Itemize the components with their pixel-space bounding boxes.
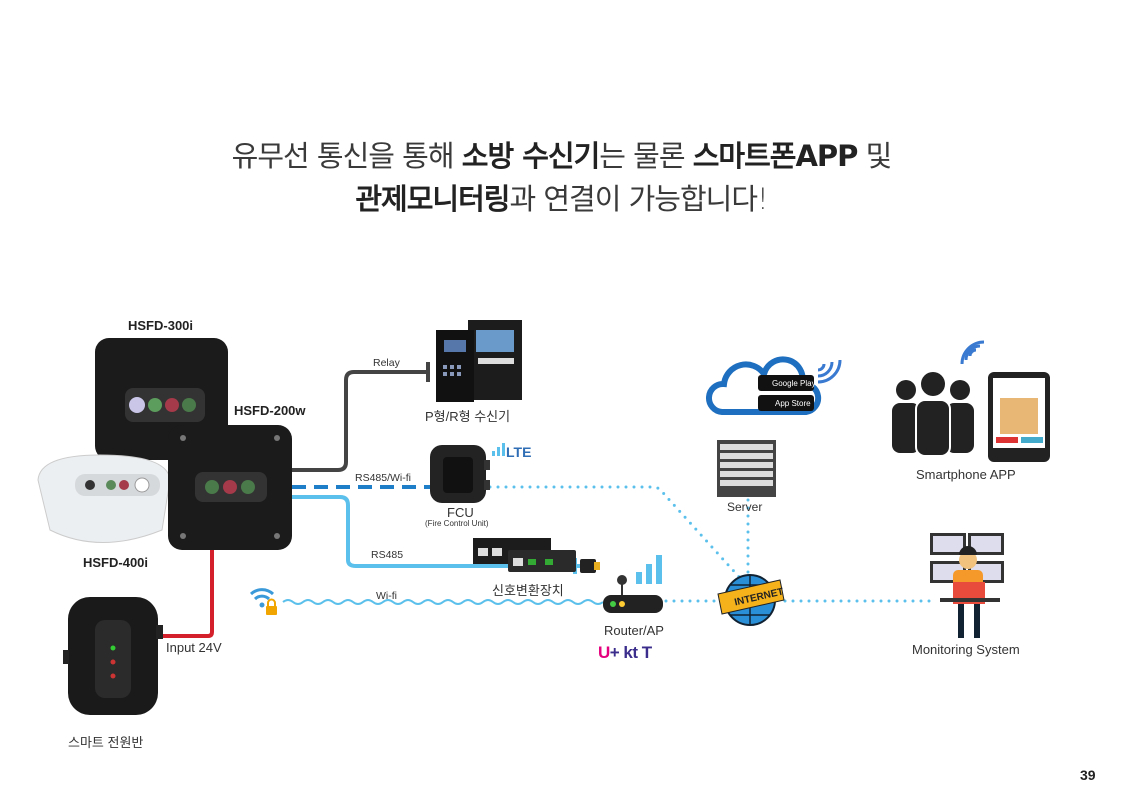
headline-segment: 및 xyxy=(857,139,893,173)
label-rs485-wifi: RS485/Wi-fi xyxy=(355,472,412,484)
label-server: Server xyxy=(727,500,763,514)
fire-receiver-image xyxy=(436,320,522,402)
fcu-image xyxy=(430,445,490,503)
wifi-icon xyxy=(817,359,842,384)
cloud-icon xyxy=(705,356,822,415)
hsfd-400i-image xyxy=(37,454,171,543)
label-input-24v: Input 24V xyxy=(166,640,222,655)
relay-line xyxy=(292,370,428,472)
server-image xyxy=(717,440,776,497)
monitoring-operator-image xyxy=(930,533,1004,638)
label-receiver: P형/R형 수신기 xyxy=(425,409,511,424)
label-hsfd-400i: HSFD-400i xyxy=(83,555,149,570)
dotted-network-lines xyxy=(488,485,934,603)
label-monitoring: Monitoring System xyxy=(912,642,1020,657)
headline-segment: 는 물론 xyxy=(599,139,693,173)
headline-segment: 유무선 통신을 통해 xyxy=(231,139,462,173)
router-image xyxy=(603,555,663,613)
signal-converter-image xyxy=(473,538,600,573)
label-hsfd-200w: HSFD-200w xyxy=(234,403,306,418)
carrier-logos: U+ kt T xyxy=(598,643,652,662)
page-number: 39 xyxy=(1080,767,1096,783)
label-fcu-sub: (Fire Control Unit) xyxy=(425,519,489,528)
lte-signal-icon xyxy=(492,443,505,456)
hsfd-200w-image xyxy=(168,425,292,550)
label-fcu: FCU xyxy=(447,505,474,520)
label-power-panel: 스마트 전원반 xyxy=(68,735,144,750)
label-converter: 신호변환장치 xyxy=(492,583,564,598)
smart-power-panel-image xyxy=(63,597,163,715)
wifi-wave-line xyxy=(282,599,604,605)
label-relay: Relay xyxy=(373,357,400,369)
headline-line1: 유무선 통신을 통해 소방 수신기는 물론 스마트폰APP 및 xyxy=(0,133,1123,175)
internet-globe-icon xyxy=(717,574,785,626)
headline-segment: 과 연결이 가능합니다! xyxy=(509,182,768,216)
label-wifi: Wi-fi xyxy=(376,590,397,602)
wifi-icon-2 xyxy=(960,340,985,365)
label-lte: LTE xyxy=(506,444,532,460)
red-power-line xyxy=(160,550,214,638)
headline-segment: 소방 수신기 xyxy=(461,139,600,173)
label-router: Router/AP xyxy=(604,623,664,638)
headline-segment: 관제모니터링 xyxy=(355,182,510,216)
google-play-badge[interactable]: Google Play xyxy=(772,379,816,388)
app-store-badge[interactable]: App Store xyxy=(775,399,811,408)
rs485-line xyxy=(292,495,592,568)
wifi-lock-icon xyxy=(249,588,277,615)
users-icon xyxy=(892,372,974,457)
headline-line2: 관제모니터링과 연결이 가능합니다! xyxy=(0,176,1123,218)
label-smartphone-app: Smartphone APP xyxy=(916,467,1016,482)
label-hsfd-300i: HSFD-300i xyxy=(128,318,194,333)
smartphone-image xyxy=(988,372,1050,462)
label-rs485: RS485 xyxy=(371,549,404,561)
headline-segment: 스마트폰APP xyxy=(692,139,859,173)
